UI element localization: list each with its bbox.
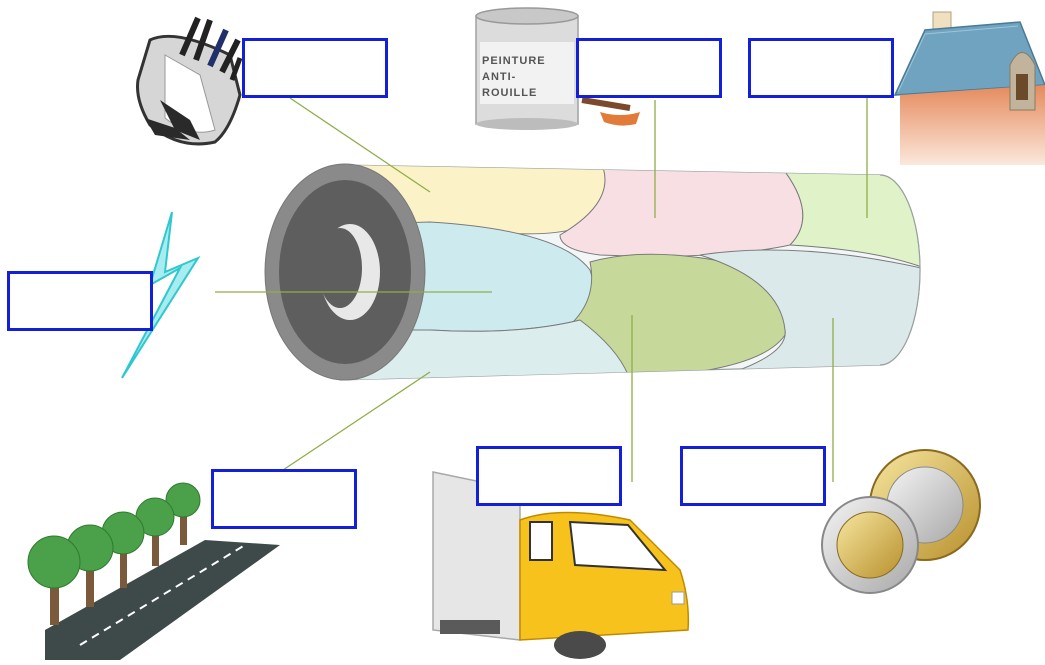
euro-coins-icon [821, 449, 981, 594]
label-box-electricity[interactable] [7, 271, 153, 331]
zone-green-light [778, 165, 920, 271]
paint-can-icon: PEINTURE ANTI- ROUILLE [475, 7, 640, 130]
label-box-knives[interactable] [242, 38, 388, 98]
paint-can-label-line2: ANTI- [482, 71, 516, 83]
paint-can-label-line1: PEINTURE [482, 55, 546, 67]
label-box-truck[interactable] [476, 446, 622, 506]
truck-icon [432, 471, 690, 659]
label-box-coins[interactable] [680, 446, 826, 506]
tube [264, 163, 921, 381]
label-box-paint[interactable] [576, 38, 722, 98]
label-box-road[interactable] [211, 469, 357, 529]
leader-line-knives [289, 97, 431, 193]
paint-can-label-line3: ROUILLE [482, 87, 537, 99]
label-box-roof[interactable] [748, 38, 894, 98]
house-icon [893, 11, 1045, 165]
leader-lines [215, 97, 868, 482]
leader-line-road [282, 371, 431, 471]
knife-block-icon [136, 16, 243, 146]
trees-road-icon [27, 482, 280, 660]
